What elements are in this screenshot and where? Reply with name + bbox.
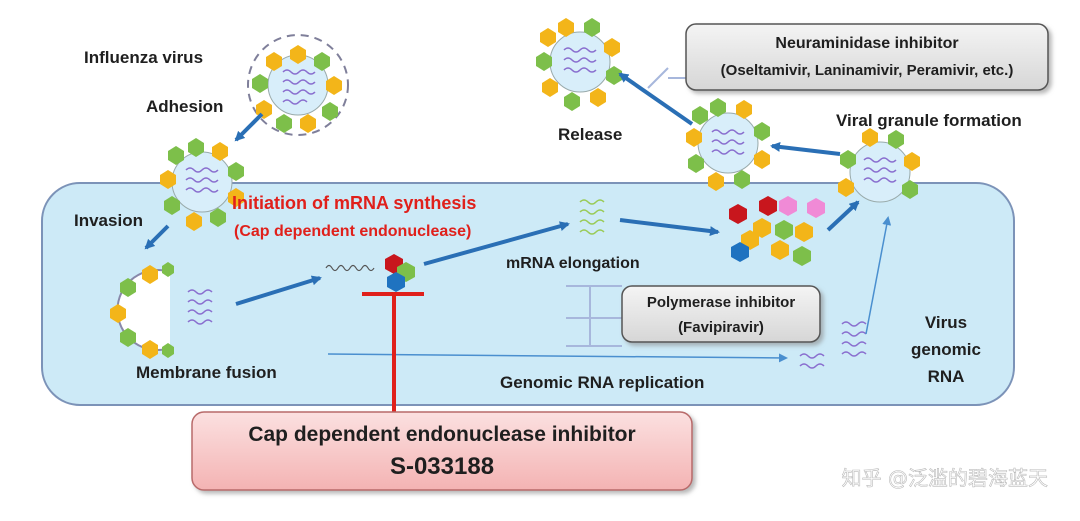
label-virus-genomic-rna-3: RNA	[928, 367, 965, 386]
pathway-arrows	[144, 72, 892, 363]
virus-particle-icon	[160, 138, 244, 231]
label-initiation-sub: (Cap dependent endonuclease)	[234, 223, 471, 240]
protein-hexagon-icon	[385, 254, 415, 292]
label-initiation-title: Initiation of mRNA synthesis	[232, 193, 476, 213]
inhibitor-bar-icon	[566, 285, 622, 347]
protein-hexagon-icon	[729, 196, 825, 266]
virus-particle-icon	[686, 98, 770, 191]
neuraminidase-inhibitor-box: Neuraminidase inhibitor (Oseltamivir, La…	[685, 23, 1049, 91]
host-cell	[41, 182, 1015, 406]
label-release: Release	[558, 125, 622, 144]
label-genomic-replication: Genomic RNA replication	[500, 373, 704, 392]
membrane-fusion-icon	[110, 262, 213, 359]
rna-strand-icon	[325, 199, 867, 369]
label-membrane-fusion: Membrane fusion	[136, 363, 277, 382]
polymerase-inhibitor-box: Polymerase inhibitor (Favipiravir)	[621, 285, 821, 343]
inhibitor-bar-icon	[647, 67, 686, 89]
label-influenza-virus: Influenza virus	[84, 48, 203, 67]
label-mrna-elongation: mRNA elongation	[506, 255, 640, 272]
cap-inhibitor-compound: S-033188	[390, 453, 494, 480]
polymerase-examples: (Favipiravir)	[678, 319, 764, 336]
neuraminidase-title: Neuraminidase inhibitor	[775, 35, 958, 52]
label-virus-genomic-rna-1: Virus	[925, 313, 967, 332]
watermark-text: 知乎 @泛滥的碧海蓝天	[842, 466, 1048, 490]
label-virus-genomic-rna-2: genomic	[911, 340, 981, 359]
label-adhesion: Adhesion	[146, 97, 223, 116]
label-viral-granule: Viral granule formation	[836, 111, 1022, 130]
cap-inhibitor-title: Cap dependent endonuclease inhibitor	[248, 423, 635, 446]
inhibitor-bar-icon	[362, 292, 424, 412]
polymerase-title: Polymerase inhibitor	[647, 294, 796, 311]
neuraminidase-examples: (Oseltamivir, Laninamivir, Peramivir, et…	[721, 62, 1014, 79]
virus-particle-icon	[247, 34, 349, 136]
virus-particle-icon	[838, 128, 920, 203]
virus-particle-icon	[536, 18, 622, 111]
label-invasion: Invasion	[74, 211, 143, 230]
cap-endonuclease-inhibitor-box: Cap dependent endonuclease inhibitor S-0…	[191, 411, 693, 491]
